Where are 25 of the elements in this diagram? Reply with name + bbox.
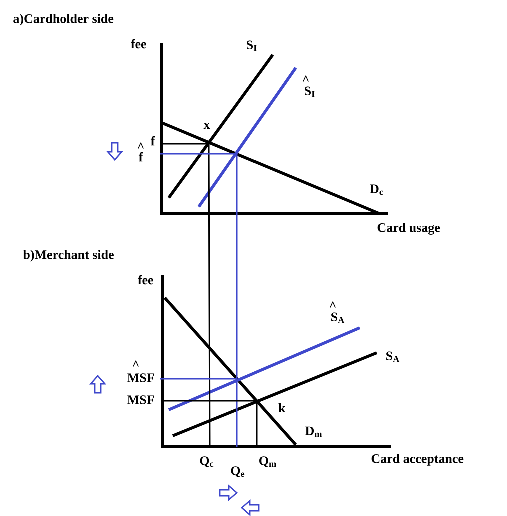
point-label: k <box>278 404 286 413</box>
hat-mark: ^ <box>133 360 139 367</box>
axis-tick-label: Q$_{c}$ <box>200 456 214 468</box>
axis-label: Card usage <box>378 223 440 235</box>
curve-label: S$_{I}$ <box>247 40 257 52</box>
axis-tick-label: Q$_{e}$ <box>231 466 245 478</box>
hat-mark: ^ <box>330 302 336 308</box>
panel-title: a)Cardholder side <box>14 14 114 26</box>
panel-title: b)Merchant side <box>23 250 114 262</box>
axis-label: fee <box>131 39 146 49</box>
axis-label: fee <box>138 275 154 285</box>
curve-label: D$_{m}$ <box>306 426 322 438</box>
axis-tick-label: f <box>138 152 144 162</box>
curve-label: D$_{c}$ <box>370 184 384 196</box>
hat-mark: ^ <box>138 142 144 149</box>
axis-tick-label: MSF <box>128 396 154 404</box>
curve-label: S$_{A}$ <box>332 312 345 324</box>
axis-label: Card acceptance <box>372 454 464 466</box>
axis-tick-label: Q$_{m}$ <box>260 456 276 468</box>
axis-tick-label: MSF <box>128 374 154 382</box>
axis-tick-label: f <box>150 136 156 146</box>
hat-mark: ^ <box>303 76 309 82</box>
curve-label: S$_{A}$ <box>386 352 400 362</box>
curve-label: S$_{I}$ <box>305 86 315 98</box>
point-label: x <box>204 123 210 129</box>
